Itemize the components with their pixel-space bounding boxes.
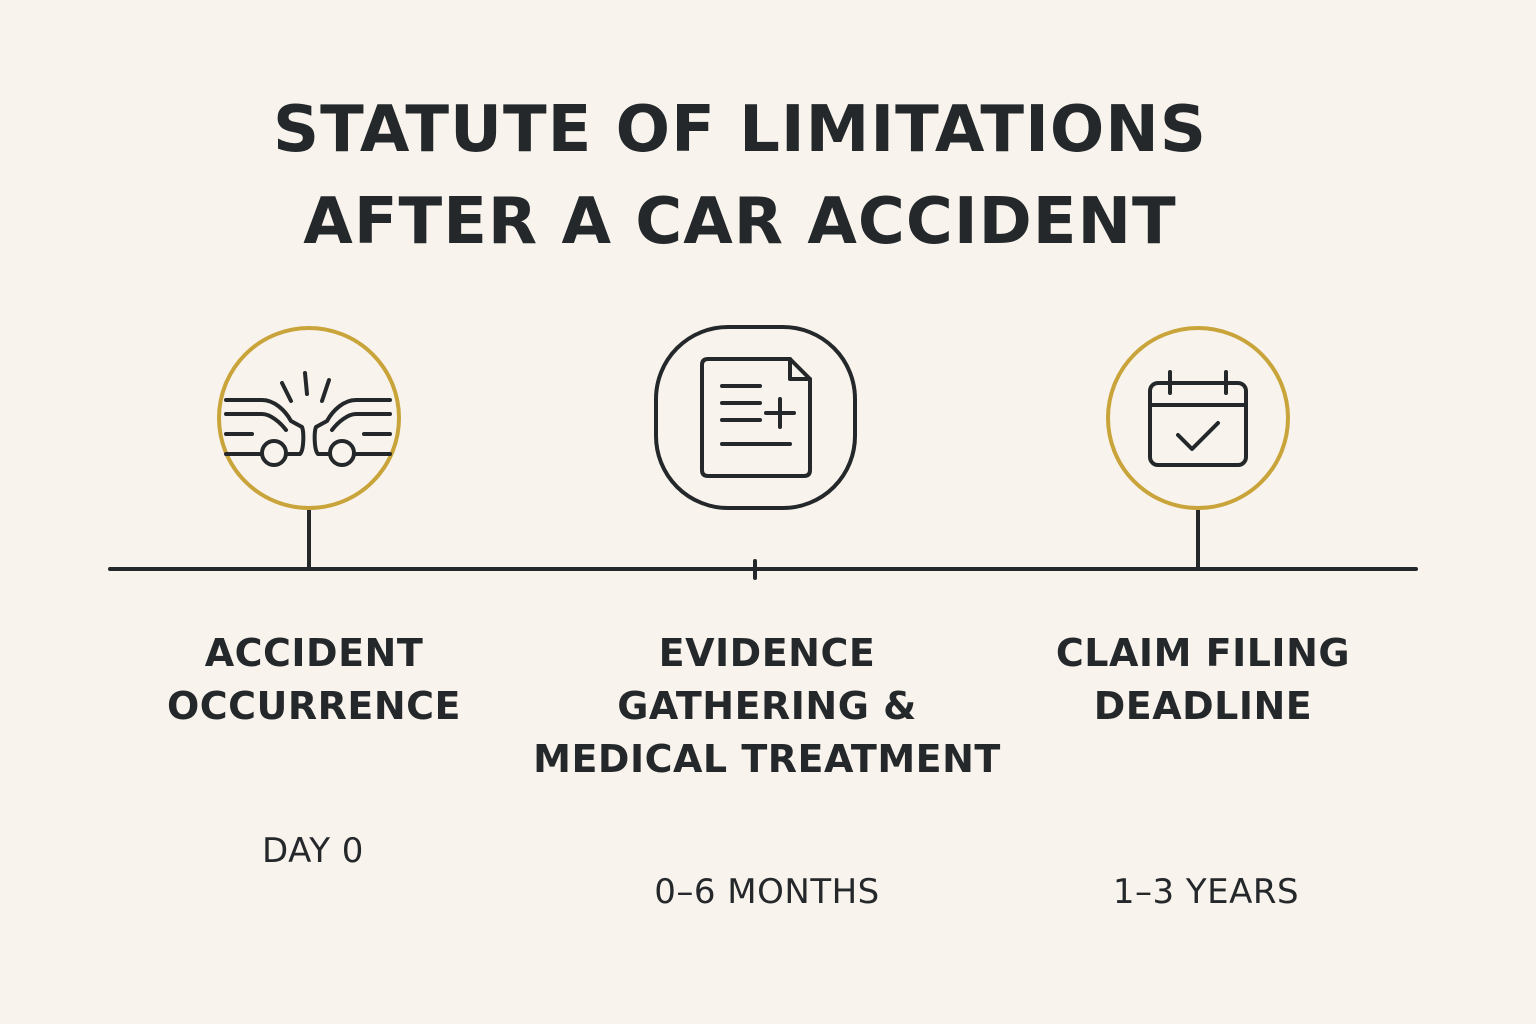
step-label-line: ACCIDENT (204, 631, 424, 675)
step-label-evidence: EVIDENCE GATHERING & MEDICAL TREATMENT (517, 627, 1017, 786)
step-label-line: OCCURRENCE (166, 684, 462, 728)
step-label-accident: ACCIDENT OCCURRENCE (114, 627, 514, 733)
step-label-claim-deadline: CLAIM FILING DEADLINE (1003, 627, 1403, 733)
calendar-check-icon (1106, 326, 1290, 510)
step-label-line: EVIDENCE (658, 631, 876, 675)
document-plus-icon (654, 325, 857, 510)
page-title: STATUTE OF LIMITATIONS AFTER A CAR ACCID… (0, 84, 1480, 268)
step-label-line: DEADLINE (1093, 684, 1313, 728)
title-line-2: AFTER A CAR ACCIDENT (303, 185, 1177, 259)
step-label-line: MEDICAL TREATMENT (533, 737, 1001, 781)
step-time-evidence: 0–6 MONTHS (654, 872, 880, 912)
step-label-line: GATHERING & (617, 684, 917, 728)
car-crash-icon (217, 326, 401, 510)
step-time-accident: DAY 0 (262, 831, 364, 871)
step-label-line: CLAIM FILING (1055, 631, 1351, 675)
title-line-1: STATUTE OF LIMITATIONS (273, 93, 1207, 167)
step-time-claim-deadline: 1–3 YEARS (1112, 872, 1300, 912)
